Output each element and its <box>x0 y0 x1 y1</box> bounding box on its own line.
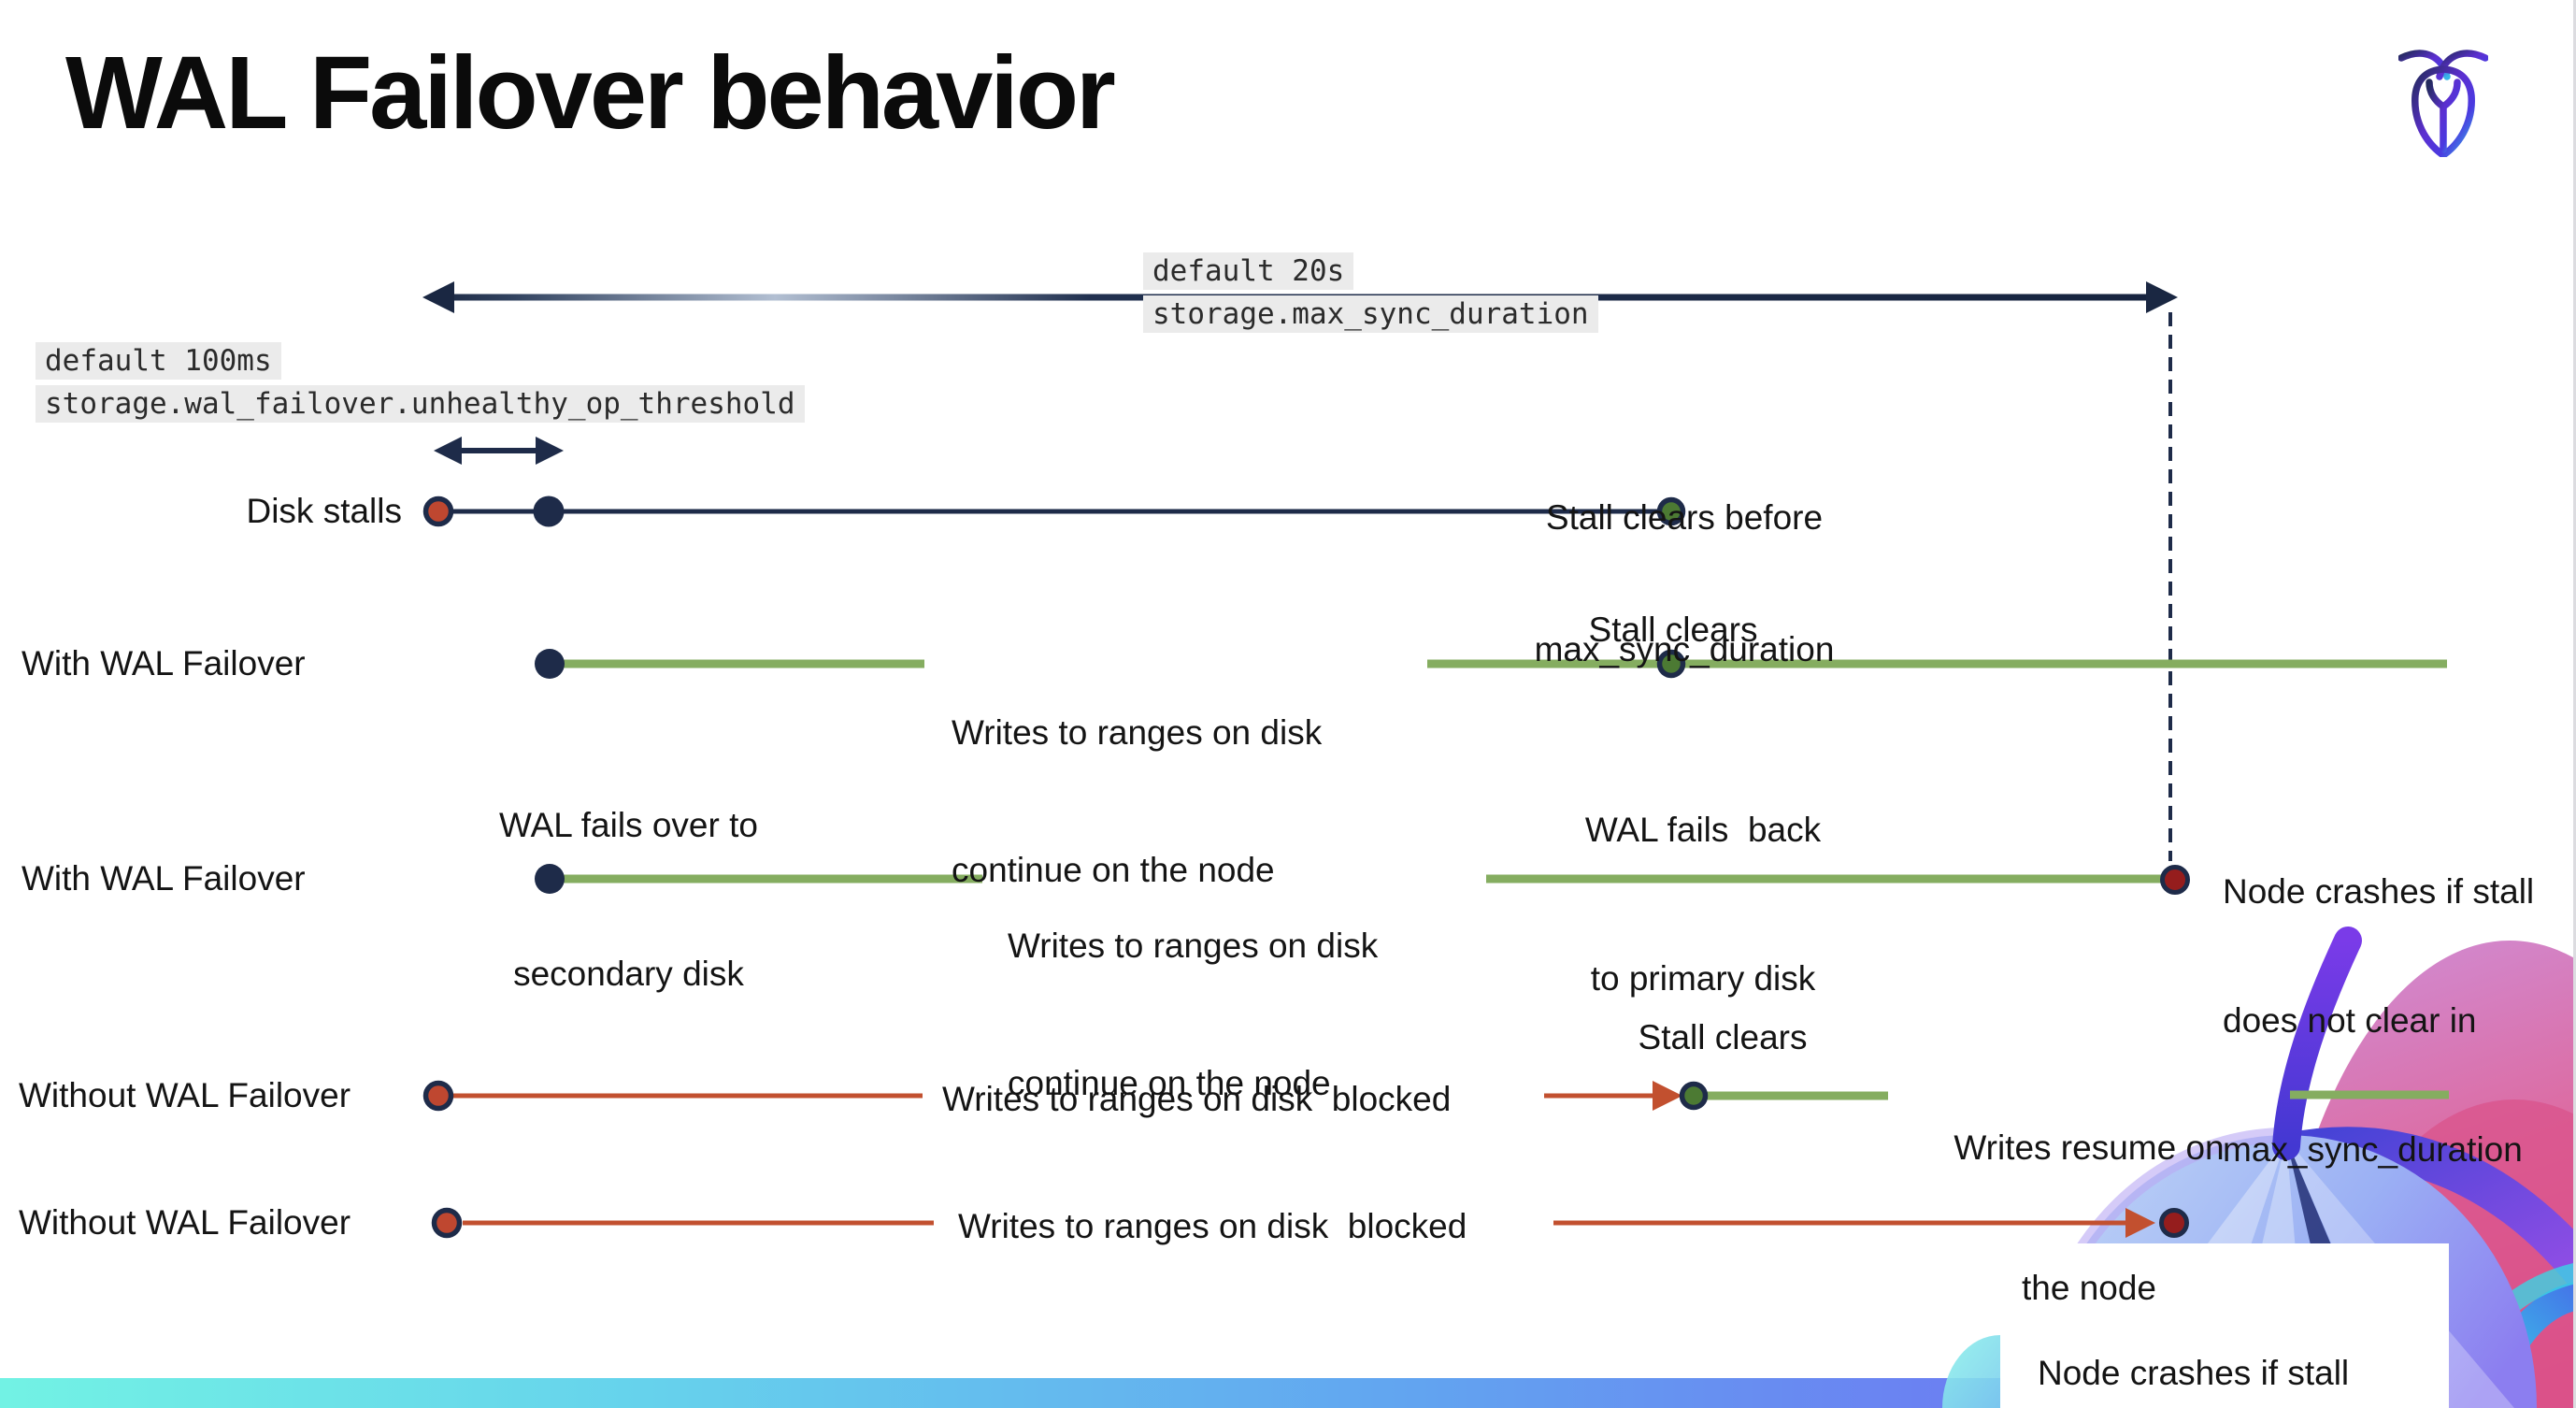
stall-start-dot <box>422 496 454 527</box>
wal1-writes-continue-note: Writes to ranges on disk continue on the… <box>952 618 1438 984</box>
wal1-failover-line1: WAL fails over to <box>499 806 758 844</box>
nowal1-resume-line2: the node <box>2021 1269 2157 1307</box>
max-sync-setting-tag: storage.max_sync_duration <box>1143 295 1598 333</box>
nowal2-stall-dot <box>431 1207 463 1239</box>
wal1-stall-clears-note: Stall clears <box>1588 611 1758 649</box>
threshold-arrowhead-left-icon <box>434 437 462 465</box>
row-label-without-wal-2: Without WAL Failover <box>19 1203 351 1242</box>
arrowhead-right-icon <box>2146 281 2178 313</box>
wal2-writes-line2: continue on the node <box>1008 1064 1331 1102</box>
wal1-failback-line1: WAL fails back <box>1584 811 1822 849</box>
nowal2-crash-note: Node crashes if stall does not clear in … <box>2038 1268 2430 1408</box>
row-label-with-wal-1: With WAL Failover <box>21 644 306 682</box>
logo-body <box>2411 65 2475 157</box>
wal2-crash-note: Node crashes if stall does not clear in … <box>2223 784 2573 1257</box>
stall-clears-before-line2: max_sync_duration <box>1534 630 1835 668</box>
nowal2-crash-line1: Node crashes if stall <box>2038 1354 2350 1392</box>
wal2-crash-line2: does not clear in <box>2223 1001 2477 1040</box>
page-title: WAL Failover behavior <box>65 36 1116 151</box>
nowal1-resume-note: Writes resume on the node <box>1907 1031 2271 1405</box>
wal1-failover-line2: secondary disk <box>513 955 744 993</box>
crash-note-card <box>2000 1243 2449 1408</box>
cockroachdb-logo <box>2398 50 2488 157</box>
wal1-writes-line2: continue on the node <box>952 851 1275 889</box>
logo-inner-y <box>2426 79 2461 153</box>
arrowhead-left-icon <box>422 281 454 313</box>
art-stem <box>2272 927 2362 1160</box>
row-label-with-wal-2: With WAL Failover <box>21 859 306 898</box>
max-sync-duration-tags: default 20s storage.max_sync_duration <box>1143 252 1598 333</box>
unhealthy-op-threshold-tags: default 100ms storage.wal_failover.unhea… <box>36 342 805 423</box>
nowal2-blocked-note: Writes to ranges on disk blocked <box>958 1207 1467 1245</box>
threshold-dot <box>533 496 565 527</box>
max-sync-default-tag: default 20s <box>1143 252 1354 290</box>
wal1-writes-line1: Writes to ranges on disk <box>952 713 1323 752</box>
wal1-failover-dot <box>535 649 565 679</box>
row-label-without-wal-1: Without WAL Failover <box>19 1076 351 1114</box>
wal1-failback-line2: to primary disk <box>1590 959 1816 998</box>
wal2-writes-line1: Writes to ranges on disk <box>1008 927 1379 965</box>
stall-clears-before-note: Stall clears before max_sync_duration <box>1502 408 1867 759</box>
threshold-default-tag: default 100ms <box>36 342 281 380</box>
wal2-crash-dot <box>2160 865 2190 895</box>
stall-clears-before-line1: Stall clears before <box>1545 498 1824 537</box>
wal2-writes-continue-note: Writes to ranges on disk continue on the… <box>1008 831 1494 1198</box>
wal1-failback-note: WAL fails back to primary disk <box>1516 706 1890 1102</box>
threshold-setting-tag: storage.wal_failover.unhealthy_op_thresh… <box>36 385 805 423</box>
wal1-failover-note: WAL fails over to secondary disk <box>435 701 823 1098</box>
wal2-crash-line3: max_sync_duration <box>2223 1130 2523 1169</box>
nowal1-resume-line1: Writes resume on <box>1953 1128 2225 1167</box>
nowal1-stall-clears-note: Stall clears <box>1638 1018 1808 1056</box>
threshold-arrowhead-right-icon <box>536 437 564 465</box>
wal2-crash-line1: Node crashes if stall <box>2223 872 2535 911</box>
nowal1-blocked-note: Writes to ranges on disk blocked <box>942 1080 1452 1118</box>
row-label-disk-stalls: Disk stalls <box>246 492 402 530</box>
